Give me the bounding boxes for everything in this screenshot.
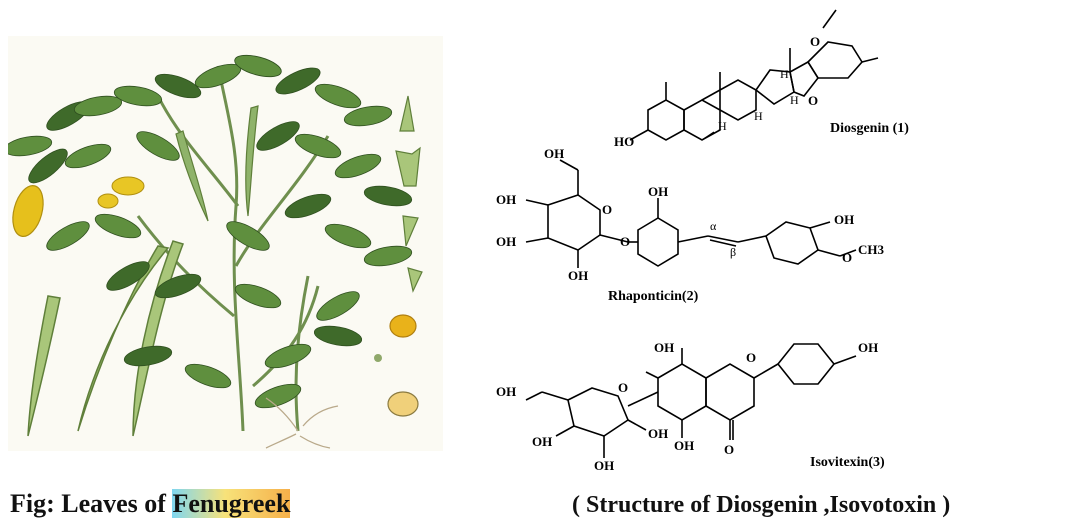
leaflet: [73, 95, 123, 117]
isovitexin-name: Isovitexin(3): [810, 455, 885, 470]
isovitexin-structure: [525, 343, 857, 458]
caption-prefix: Fig: Leaves of: [10, 489, 173, 518]
chemical-structures: HO O O H H H H Diosgenin (1) OH OH OH OH…: [478, 0, 1070, 490]
leaflet: [226, 221, 270, 251]
leaflet: [324, 223, 372, 249]
isovitexin-oh-5: OH: [674, 438, 694, 453]
leaflet: [275, 67, 321, 95]
rhaponticin-oh-3: OH: [496, 234, 516, 249]
roots: [265, 397, 339, 449]
left-figure-caption: Fig: Leaves of Fenugreek: [10, 489, 291, 519]
isovitexin-o-ring: O: [746, 350, 756, 365]
leaflets: [8, 54, 413, 409]
leaflet: [234, 54, 282, 78]
rhaponticin-name: Rhaponticin(2): [608, 289, 699, 304]
leaflet: [46, 221, 90, 251]
leaflet: [294, 133, 342, 159]
rhaponticin-o-link: O: [620, 234, 630, 249]
leaflet: [316, 291, 360, 321]
leaflet: [136, 131, 180, 161]
leaflet: [64, 143, 112, 169]
diosgenin-structure: [629, 9, 879, 141]
leaflet: [314, 83, 362, 109]
diosgenin-o-top-label: O: [810, 34, 820, 49]
fenugreek-illustration: [8, 36, 443, 451]
leaflet: [123, 345, 173, 367]
diosgenin-h-label-3: H: [790, 93, 799, 107]
leaflet: [28, 148, 68, 184]
leaflet: [313, 325, 363, 347]
diosgenin-name: Diosgenin (1): [830, 121, 909, 136]
right-figure-caption: ( Structure of Diosgenin ,Isovotoxin ): [572, 492, 951, 518]
isovitexin-oh-4prime: OH: [858, 340, 878, 355]
isovitexin-oh-sugar-1: OH: [496, 384, 516, 399]
leaflet: [343, 105, 393, 127]
leaflet: [8, 135, 53, 157]
calyx-detail: [395, 95, 423, 293]
leaflet: [113, 85, 163, 107]
leaflet: [154, 73, 202, 99]
leaflet: [256, 121, 300, 151]
rhaponticin-structure: [525, 159, 857, 268]
caption-highlighted-word: Fenugreek: [172, 489, 291, 518]
diosgenin-h-label-4: H: [780, 67, 789, 81]
rhaponticin-o-methoxy: O: [842, 250, 852, 265]
structures-svg: HO O O H H H H Diosgenin (1) OH OH OH OH…: [496, 9, 909, 473]
rhaponticin-oh-5: OH: [648, 184, 668, 199]
leaflet: [363, 245, 413, 267]
rhaponticin-oh-2: OH: [496, 192, 516, 207]
leaflet: [234, 283, 282, 309]
fenugreek-plant-drawing: [8, 36, 443, 451]
rhaponticin-oh-6: OH: [834, 212, 854, 227]
seed-pods: [27, 105, 259, 437]
rhaponticin-o-ring: O: [602, 202, 612, 217]
isovitexin-o-keto: O: [724, 442, 734, 457]
leaflet: [106, 261, 150, 291]
leaflet: [184, 363, 232, 389]
isovitexin-oh-sugar-3: OH: [594, 458, 614, 473]
rhaponticin-alpha: α: [710, 219, 717, 233]
diosgenin-ho-label: HO: [614, 134, 634, 149]
isovitexin-o-sugar: O: [618, 380, 628, 395]
rhaponticin-ch3: CH3: [858, 242, 885, 257]
leaflet: [334, 153, 382, 179]
flowers: [12, 176, 419, 417]
leaflet: [284, 193, 332, 219]
leaflet: [264, 343, 312, 369]
leaflet: [154, 273, 202, 299]
diosgenin-h-label-2: H: [754, 109, 763, 123]
isovitexin-oh-sugar-4: OH: [648, 426, 668, 441]
rhaponticin-oh-4: OH: [568, 268, 588, 283]
leaflet: [363, 185, 413, 207]
leaflet: [94, 213, 142, 239]
diosgenin-h-label-1: H: [718, 119, 727, 133]
rhaponticin-beta: β: [730, 245, 736, 259]
isovitexin-oh-7: OH: [654, 340, 674, 355]
diosgenin-o-ring-label: O: [808, 93, 818, 108]
rhaponticin-oh-1: OH: [544, 146, 564, 161]
isovitexin-oh-sugar-2: OH: [532, 434, 552, 449]
leaflet: [254, 383, 302, 409]
